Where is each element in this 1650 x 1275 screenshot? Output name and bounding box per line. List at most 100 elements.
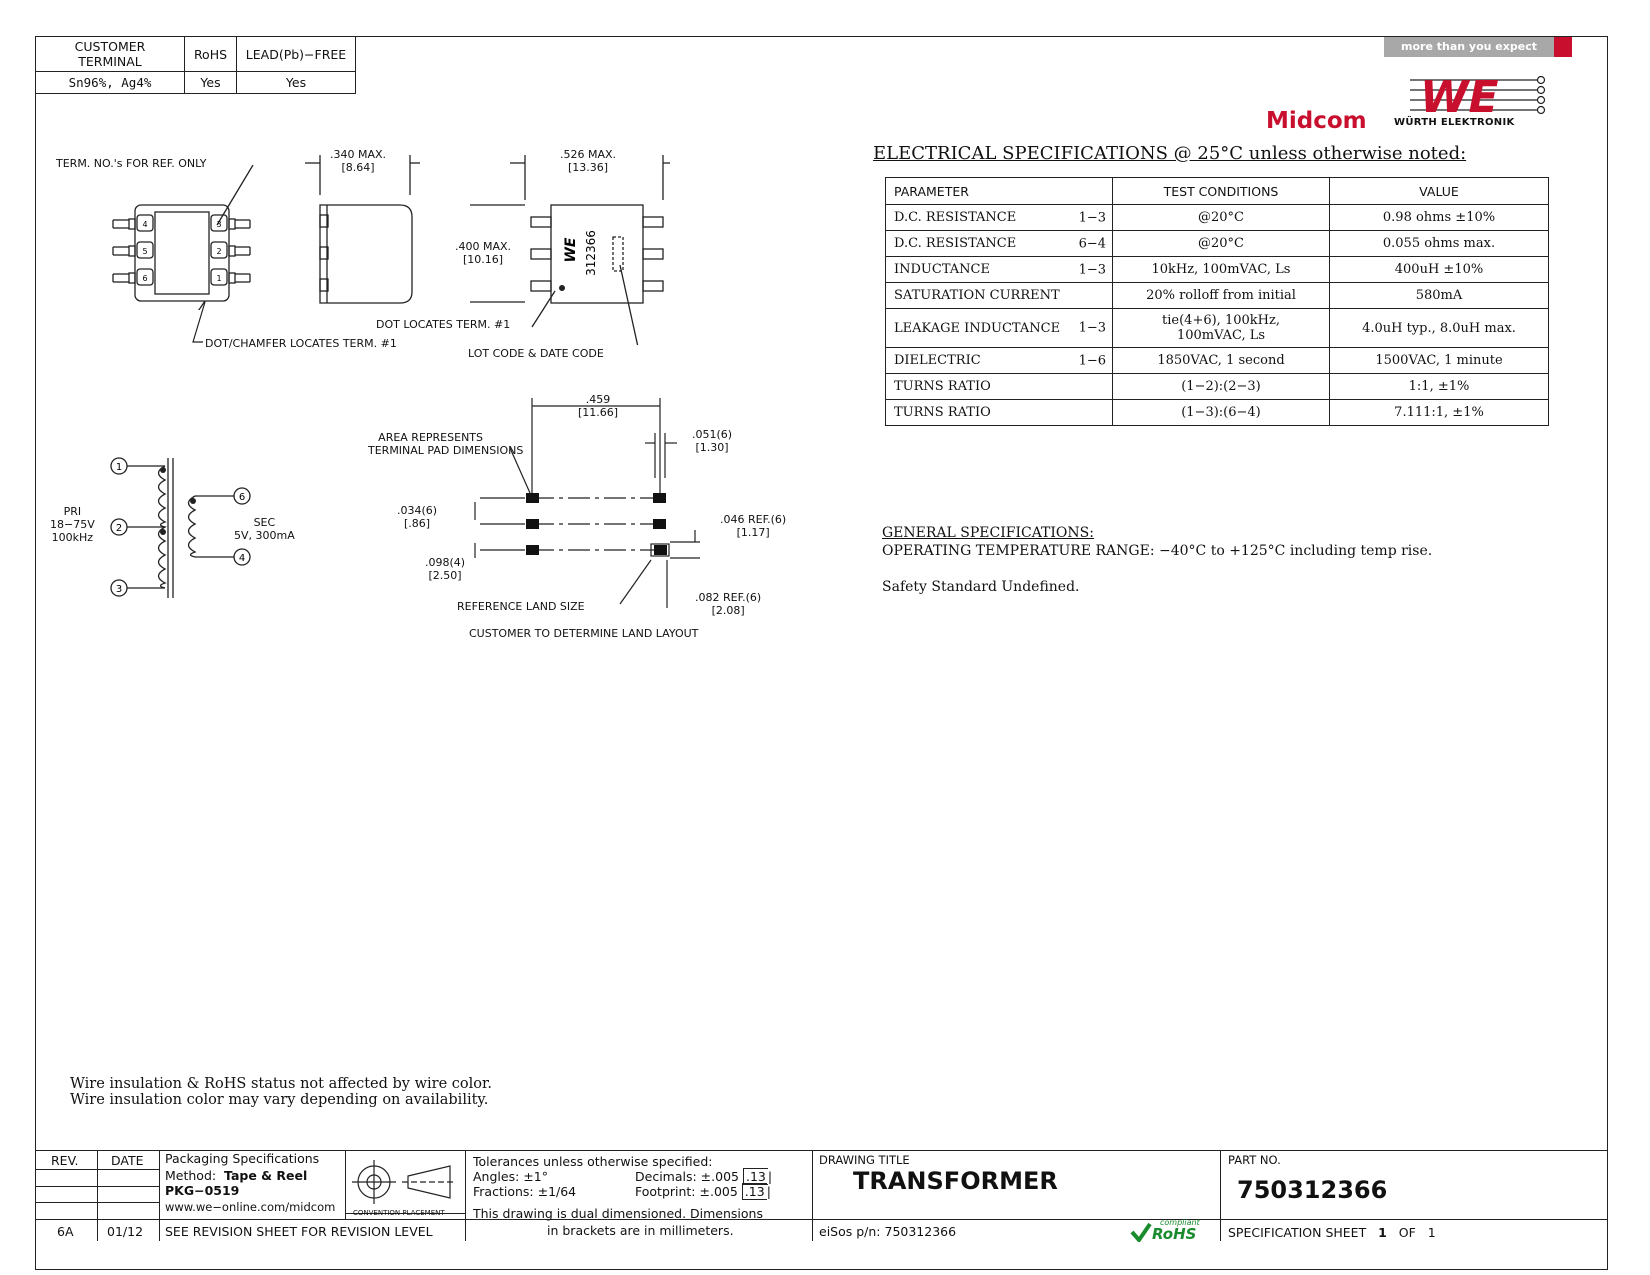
angles-tol: Angles: ±1° [473,1169,548,1184]
rohs-compliant-logo: compliant RoHS [1130,1218,1215,1243]
cond-cell: @20°C [1112,204,1330,231]
param-cell: DIELECTRIC [894,353,981,368]
dot-locates-note: DOT LOCATES TERM. #1 [376,318,511,331]
value-cell: 400uH ±10% [1329,256,1549,283]
sheet-info: SPECIFICATION SHEET 1 OF 1 [1228,1225,1436,1240]
terminal-value: Sn96%, Ag4% [35,71,185,94]
height-max: .400 MAX.[10.16] [455,240,512,266]
pitch2-dim: .098(4)[2.50] [425,556,466,582]
schem-pin: 4 [239,553,245,564]
eisos-part: eiSos p/n: 750312366 [819,1224,957,1239]
front-view-drawing: WE 312366 [470,155,670,345]
fractions-tol: Fractions: ±1/64 [473,1184,577,1199]
decimals-tol: Decimals: ±.005 .13| [635,1168,773,1185]
rohs-value: Yes [184,71,237,94]
general-spec-heading: GENERAL SPECIFICATIONS: [882,525,1094,541]
ref2-dim: .082 REF.(6)[2.08] [695,591,762,617]
pin-label: 3 [216,220,221,229]
param-cell: D.C. RESISTANCE [894,210,1017,225]
cond-cell: (1−2):(2−3) [1112,373,1330,400]
table-row: D.C. RESISTANCE 6−4 @20°C 0.055 ohms max. [885,230,1549,257]
param-cell: SATURATION CURRENT [894,288,1060,303]
pkg-method: Method: Tape & Reel [165,1168,308,1183]
pin-label: 2 [216,247,221,256]
pin-label: 1 [216,274,221,283]
value-cell: 7.111:1, ±1% [1329,399,1549,426]
value-cell: 0.98 ohms ±10% [1329,204,1549,231]
rev-label: REV. [51,1153,79,1168]
schematic-drawing: 1 2 3 6 4 [110,457,251,598]
customer-land-note: CUSTOMER TO DETERMINE LAND LAYOUT [469,627,699,640]
table-row: DIELECTRIC 1−6 1850VAC, 1 second 1500VAC,… [885,347,1549,374]
conditions-header: TEST CONDITIONS [1112,177,1330,205]
terminal-table: CUSTOMER TERMINAL RoHS LEAD(Pb)−FREE Sn9… [35,36,356,94]
pad-span: .459[11.66] [578,393,619,419]
table-row: SATURATION CURRENT 20% rolloff from init… [885,282,1549,309]
value-cell: 0.055 ohms max. [1329,230,1549,257]
land-pattern-drawing [474,398,700,608]
ref1-dim: .046 REF.(6)[1.17] [720,513,787,539]
convention-label: CONVENTION PLACEMENT [353,1209,445,1217]
ref-land-note: REFERENCE LAND SIZE [457,600,585,613]
cond-cell-2: 100mVAC, Ls [1176,328,1266,343]
pins-cell: 6−4 [1078,236,1106,251]
table-row: TURNS RATIO (1−2):(2−3) 1:1, ±1% [885,373,1549,400]
schem-pin: 2 [116,523,122,534]
date-value: 01/12 [107,1224,144,1239]
param-cell: TURNS RATIO [894,379,991,394]
leader-line [192,301,206,343]
pin-label: 4 [142,220,147,229]
we-mark: WE [563,237,579,262]
wire-note-2: Wire insulation color may vary depending… [70,1092,489,1108]
value-cell: 1500VAC, 1 minute [1329,347,1549,374]
midcom-logo: Midcom [1266,108,1367,134]
pins-cell: 1−3 [1078,210,1106,225]
schem-pin: 3 [116,584,122,595]
lot-code-note: LOT CODE & DATE CODE [468,347,604,360]
term-note: TERM. NO.'s FOR REF. ONLY [56,157,207,170]
rohs-text: RoHS [1152,1225,1197,1243]
param-cell: TURNS RATIO [894,405,991,420]
value-header: VALUE [1329,177,1549,205]
part-no-label: PART NO. [1228,1153,1281,1167]
side-view-drawing [305,155,420,304]
tagline-red-block [1554,37,1572,57]
rohs-check-icon [1130,1222,1152,1242]
convention-icon [352,1160,455,1204]
cond-cell: 1850VAC, 1 second [1112,347,1330,374]
rev-value: 6A [57,1224,74,1239]
electrical-spec-heading: ELECTRICAL SPECIFICATIONS @ 25°C unless … [873,143,1467,164]
cond-cell: (1−3):(6−4) [1112,399,1330,426]
cond-cell: @20°C [1112,230,1330,257]
title-block: REV. DATE 6A 01/12 Packaging Specificati… [35,1150,1608,1270]
website: www.we−online.com/midcom [165,1200,336,1214]
pins-cell: 1−6 [1078,353,1106,368]
drawing-sheet-border [35,36,1608,1270]
lead-free-value: Yes [236,71,356,94]
cond-cell: 10kHz, 100mVAC, Ls [1112,256,1330,283]
dot-chamfer-note: DOT/CHAMFER LOCATES TERM. #1 [205,337,397,350]
revision-note: SEE REVISION SHEET FOR REVISION LEVEL [165,1224,433,1239]
electrical-spec-table: PARAMETER TEST CONDITIONS VALUE D.C. RES… [885,177,1549,426]
param-header: PARAMETER [885,177,1113,205]
wire-note-1: Wire insulation & RoHS status not affect… [70,1076,492,1092]
part-number: 750312366 [1237,1176,1388,1204]
top-view-drawing: 4 5 6 3 2 1 [112,165,254,310]
we-logo-text: WE [1420,72,1499,120]
dual-dim-note-1: This drawing is dual dimensioned. Dimens… [473,1206,763,1221]
operating-temp: OPERATING TEMPERATURE RANGE: −40°C to +1… [882,543,1433,559]
cond-cell: 20% rolloff from initial [1112,282,1330,309]
param-cell: D.C. RESISTANCE [894,236,1017,251]
pins-cell: 1−3 [1078,320,1106,336]
table-row: D.C. RESISTANCE 1−3 @20°C 0.98 ohms ±10% [885,204,1549,231]
table-row: TURNS RATIO (1−3):(6−4) 7.111:1, ±1% [885,399,1549,426]
drawing-title: TRANSFORMER [853,1167,1058,1195]
pitch-dim: .034(6)[.86] [397,504,438,530]
date-label: DATE [111,1153,144,1168]
rohs-header: RoHS [184,36,237,72]
pkg-number: PKG−0519 [165,1183,240,1198]
pad-width: .051(6)[1.30] [692,428,733,454]
pin-label: 5 [142,247,147,256]
